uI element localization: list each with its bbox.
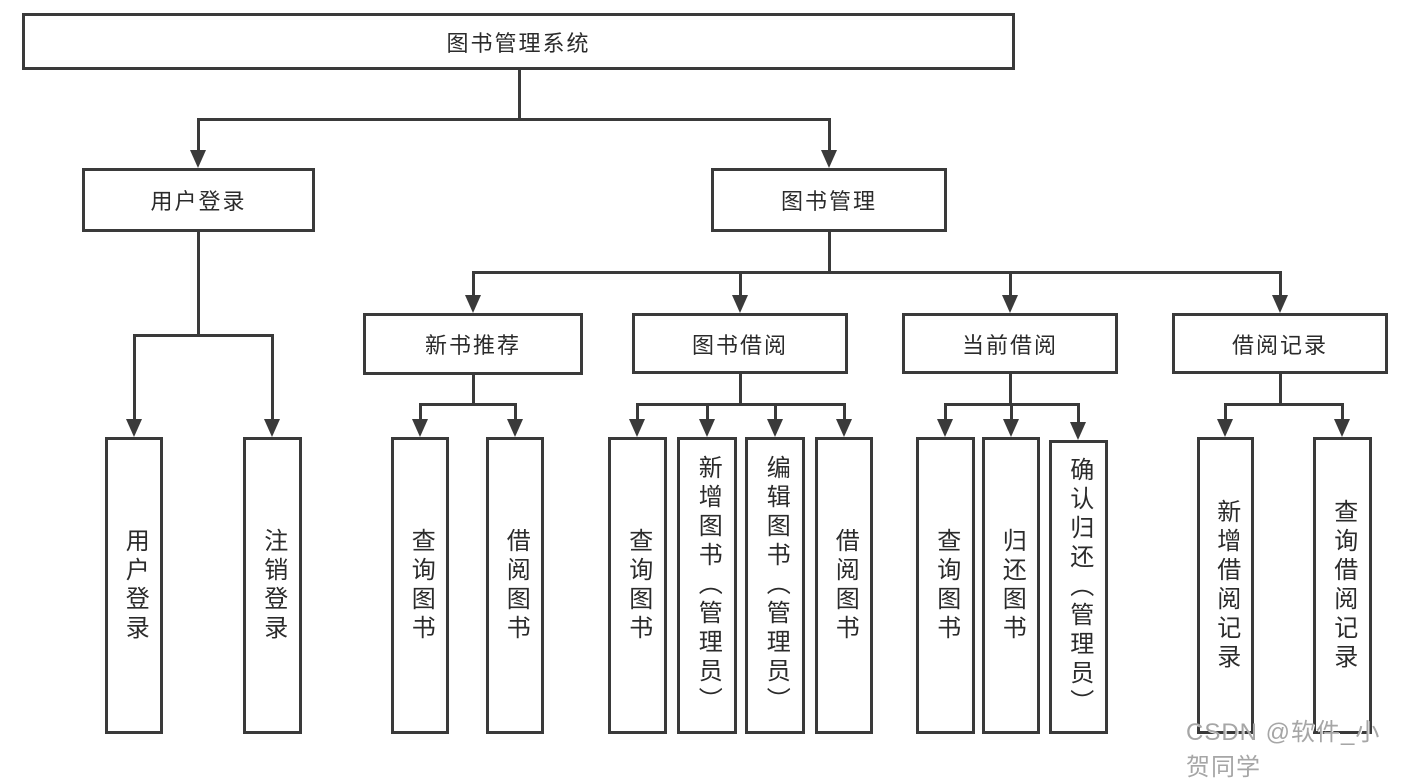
leaf-query-books-borrowing-label: 查询图书 bbox=[624, 527, 652, 644]
connector-book-mgmt-drop bbox=[828, 232, 831, 274]
arrow-down-icon bbox=[264, 419, 280, 437]
arrow-down-icon bbox=[126, 419, 142, 437]
leaf-edit-books-admin-label: 编辑图书（管理员） bbox=[762, 455, 790, 716]
connector-level1-rail bbox=[197, 118, 831, 121]
connector-user-login-rail bbox=[133, 334, 274, 337]
leaf-query-books-borrowing: 查询图书 bbox=[608, 437, 667, 734]
connector-group-rail bbox=[1224, 403, 1344, 406]
connector-leaf-shaft bbox=[133, 334, 136, 421]
arrow-down-icon bbox=[821, 150, 837, 168]
connector-leaf-shaft bbox=[944, 403, 947, 421]
leaf-query-borrow-record-label: 查询借阅记录 bbox=[1329, 498, 1357, 673]
node-book-management: 图书管理 bbox=[711, 168, 947, 232]
connector-root-drop bbox=[518, 70, 521, 119]
arrow-down-icon bbox=[190, 150, 206, 168]
arrow-down-icon bbox=[836, 419, 852, 437]
leaf-edit-books-admin: 编辑图书（管理员） bbox=[745, 437, 805, 734]
arrow-down-icon bbox=[465, 295, 481, 313]
leaf-add-books-admin-label: 新增图书（管理员） bbox=[694, 455, 722, 716]
leaf-add-borrow-record: 新增借阅记录 bbox=[1197, 437, 1254, 734]
arrow-down-icon bbox=[699, 419, 715, 437]
connector-leaf-shaft bbox=[419, 403, 422, 421]
connector-group-shaft bbox=[1279, 271, 1282, 297]
connector-leaf-shaft bbox=[636, 403, 639, 421]
leaf-query-books-recommend-label: 查询图书 bbox=[407, 527, 435, 644]
leaf-logout-label: 注销登录 bbox=[259, 527, 287, 644]
node-book-borrowing-label: 图书借阅 bbox=[691, 332, 788, 358]
arrow-down-icon bbox=[1070, 422, 1086, 440]
connector-leaf-shaft bbox=[1077, 403, 1080, 424]
connector-group-rail bbox=[419, 403, 517, 406]
connector-leaf-shaft bbox=[843, 403, 846, 421]
arrow-down-icon bbox=[937, 419, 953, 437]
node-borrowing-records: 借阅记录 bbox=[1172, 313, 1388, 374]
leaf-user-login-label: 用户登录 bbox=[121, 527, 149, 644]
node-new-book-recommend: 新书推荐 bbox=[363, 313, 583, 375]
leaf-borrow-books: 借阅图书 bbox=[815, 437, 873, 734]
leaf-query-books-current: 查询图书 bbox=[916, 437, 975, 734]
connector-leaf-shaft bbox=[1224, 403, 1227, 421]
node-root: 图书管理系统 bbox=[22, 13, 1015, 70]
connector-leaf-shaft bbox=[514, 403, 517, 421]
connector-book-mgmt-shaft bbox=[828, 118, 831, 152]
leaf-add-books-admin: 新增图书（管理员） bbox=[677, 437, 737, 734]
connector-group-shaft bbox=[1009, 271, 1012, 297]
leaf-user-login: 用户登录 bbox=[105, 437, 163, 734]
connector-group-drop bbox=[739, 374, 742, 405]
node-book-management-label: 图书管理 bbox=[780, 189, 877, 214]
arrow-down-icon bbox=[1217, 419, 1233, 437]
node-current-borrowing-label: 当前借阅 bbox=[961, 332, 1058, 358]
arrow-down-icon bbox=[629, 419, 645, 437]
arrow-down-icon bbox=[412, 419, 428, 437]
arrow-down-icon bbox=[732, 295, 748, 313]
leaf-return-books: 归还图书 bbox=[982, 437, 1040, 734]
connector-group-drop bbox=[1279, 374, 1282, 405]
arrow-down-icon bbox=[1003, 419, 1019, 437]
connector-group-drop bbox=[1009, 374, 1012, 405]
leaf-borrow-books-recommend-label: 借阅图书 bbox=[502, 527, 530, 644]
leaf-query-books-current-label: 查询图书 bbox=[932, 527, 960, 644]
csdn-watermark: CSDN @软件_小贺同学 bbox=[1186, 719, 1381, 781]
leaf-confirm-return-admin-label: 确认归还（管理员） bbox=[1065, 456, 1093, 718]
node-root-label: 图书管理系统 bbox=[446, 30, 591, 56]
connector-user-login-shaft bbox=[197, 118, 200, 152]
arrow-down-icon bbox=[1334, 419, 1350, 437]
connector-user-login-drop bbox=[197, 232, 200, 336]
connector-leaf-shaft bbox=[271, 334, 274, 421]
leaf-query-borrow-record: 查询借阅记录 bbox=[1313, 437, 1372, 734]
leaf-return-books-label: 归还图书 bbox=[998, 527, 1026, 644]
connector-leaf-shaft bbox=[706, 403, 709, 421]
connector-level2-rail bbox=[472, 271, 1282, 274]
leaf-query-books-recommend: 查询图书 bbox=[391, 437, 449, 734]
leaf-borrow-books-label: 借阅图书 bbox=[831, 527, 859, 644]
node-book-borrowing: 图书借阅 bbox=[632, 313, 848, 374]
leaf-borrow-books-recommend: 借阅图书 bbox=[486, 437, 544, 734]
connector-group-drop bbox=[472, 375, 475, 406]
node-current-borrowing: 当前借阅 bbox=[902, 313, 1118, 374]
connector-group-shaft bbox=[472, 271, 475, 297]
leaf-add-borrow-record-label: 新增借阅记录 bbox=[1212, 498, 1240, 673]
leaf-logout: 注销登录 bbox=[243, 437, 302, 734]
arrow-down-icon bbox=[767, 419, 783, 437]
node-user-login: 用户登录 bbox=[82, 168, 315, 232]
connector-group-shaft bbox=[739, 271, 742, 297]
connector-leaf-shaft bbox=[1010, 403, 1013, 421]
connector-group-rail bbox=[636, 403, 846, 406]
arrow-down-icon bbox=[1272, 295, 1288, 313]
leaf-confirm-return-admin: 确认归还（管理员） bbox=[1049, 440, 1108, 734]
node-new-book-recommend-label: 新书推荐 bbox=[424, 333, 521, 358]
arrow-down-icon bbox=[507, 419, 523, 437]
arrow-down-icon bbox=[1002, 295, 1018, 313]
connector-leaf-shaft bbox=[774, 403, 777, 421]
connector-leaf-shaft bbox=[1341, 403, 1344, 421]
node-borrowing-records-label: 借阅记录 bbox=[1231, 332, 1328, 358]
node-user-login-label: 用户登录 bbox=[150, 189, 247, 214]
